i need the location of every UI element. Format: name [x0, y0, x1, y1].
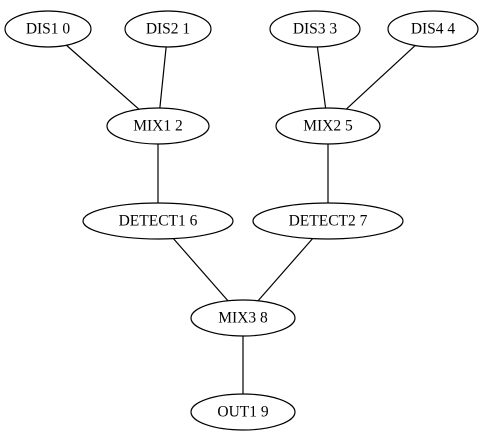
node-dis1-ellipse	[4, 10, 92, 48]
node-out1-label: OUT1 9	[217, 404, 268, 421]
edge-dis2-mix1	[159, 46, 167, 109]
node-mix3-ellipse	[190, 299, 296, 337]
node-dis2-ellipse	[124, 10, 212, 48]
node-mix1: MIX1 2	[106, 107, 210, 145]
node-mix2: MIX2 5	[275, 107, 381, 145]
node-detect1: DETECT1 6	[82, 202, 234, 240]
node-dis2: DIS2 1	[124, 10, 212, 48]
node-mix3-label: MIX3 8	[218, 310, 268, 327]
node-dis4: DIS4 4	[387, 10, 479, 48]
edge-dis1-mix1	[66, 44, 140, 110]
node-out1: OUT1 9	[190, 393, 296, 431]
node-dis1-label: DIS1 0	[26, 21, 71, 38]
node-detect2-label: DETECT2 7	[289, 213, 368, 230]
node-dis2-label: DIS2 1	[146, 21, 190, 38]
node-dis3-label: DIS3 3	[293, 21, 338, 38]
node-mix1-label: MIX1 2	[133, 118, 183, 135]
node-mix3: MIX3 8	[190, 299, 296, 337]
node-dis4-ellipse	[387, 10, 479, 48]
node-detect2-ellipse	[252, 202, 404, 240]
node-dis3: DIS3 3	[269, 10, 361, 48]
edge-detect2-mix3	[257, 238, 314, 302]
nodes-layer: DIS1 0 DIS2 1 DIS3 3 DIS4 4 MIX1 2 MIX2	[4, 10, 479, 431]
edges-layer	[66, 44, 416, 394]
node-dis3-ellipse	[269, 10, 361, 48]
edge-dis3-mix2	[316, 46, 327, 109]
edge-dis4-mix2	[345, 45, 416, 110]
node-mix1-ellipse	[106, 107, 210, 145]
node-mix2-label: MIX2 5	[303, 118, 353, 135]
edge-detect1-mix3	[172, 238, 229, 302]
node-out1-ellipse	[190, 393, 296, 431]
node-detect1-label: DETECT1 6	[119, 213, 198, 230]
node-dis1: DIS1 0	[4, 10, 92, 48]
node-mix2-ellipse	[275, 107, 381, 145]
node-detect1-ellipse	[82, 202, 234, 240]
node-detect2: DETECT2 7	[252, 202, 404, 240]
node-dis4-label: DIS4 4	[411, 21, 456, 38]
